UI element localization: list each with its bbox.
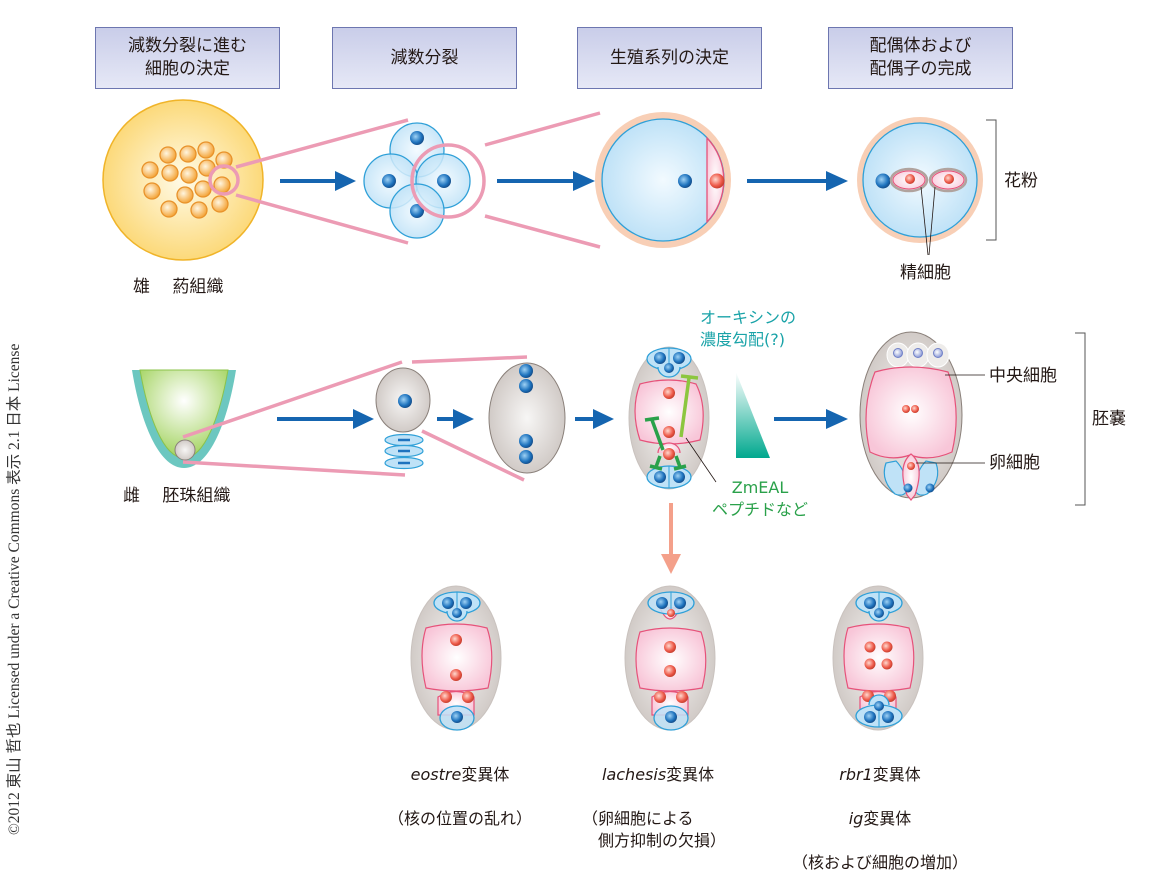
stage-header-meiosis: 減数分裂 [332,27,517,89]
pollen-bracket [986,119,997,241]
tetrad-nuclei [382,131,451,218]
arrow-right-icon [280,171,356,191]
peptide-label: ZmEAL ペプチドなど [712,478,809,519]
gene-name: ig [848,809,864,828]
mutant-embryo-sac-lachesis [624,585,716,731]
mature-embryo-sac [859,331,985,501]
arrow-right-icon [747,171,848,191]
anther-tissue-label: 雄 葯組織 [133,277,224,297]
arrow-right-icon [497,171,595,191]
license-notice: ©2012 東山 哲也 Licensed under a Creative Co… [6,343,23,835]
mutant-embryo-sac-eostre [410,585,502,731]
gene-name: lachesis [602,765,667,784]
zoom-circle [208,164,240,196]
mutant-description: （卵細胞による 側方抑制の欠損） [582,809,727,850]
mutant-embryo-sac-rbr1-ig [832,585,924,731]
arrow-right-icon [575,409,614,429]
anther-tissue [102,99,264,261]
mutant-suffix: 変異体 [872,765,921,784]
gene-name: rbr1 [839,765,873,784]
central-cell-label: 中央細胞 [989,366,1057,386]
stage-header-germline-fate: 生殖系列の決定 [577,27,762,89]
ovule-tissue-label: 雌 胚珠組織 [123,486,231,506]
zoom-lines-female-1 [182,355,528,482]
functional-megaspore [375,367,431,470]
egg-cell-label: 卵細胞 [989,453,1040,473]
arrow-right-icon [774,409,848,429]
pollen-label: 花粉 [1004,171,1038,191]
ovule-tissue [132,369,236,468]
mutant-suffix: 変異体 [666,765,715,784]
zoom-lines-male-1 [235,111,601,249]
mutant-suffix: 変異体 [461,765,510,784]
embryo-sac-bracket [1075,332,1086,506]
mutant-caption-eostre: eostre変異体 （核の位置の乱れ） [380,742,540,852]
mutant-caption-lachesis: lachesis変異体 （卵細胞による 側方抑制の欠損） [582,742,752,874]
sperm-cell-label: 精細胞 [900,263,951,283]
four-nucleate-embryo-sac [488,362,566,474]
mutant-description: （核および細胞の増加） [791,853,968,872]
peptide-inhibition-arrows [644,374,699,471]
arrow-down-icon [661,503,681,574]
stage-header-meiotic-fate: 減数分裂に進む 細胞の決定 [95,27,280,89]
gene-name: eostre [410,765,462,784]
diagram-graphics [102,99,1086,731]
zoom-circle [410,143,486,219]
auxin-gradient-label: オーキシンの 濃度勾配(?) [700,308,797,349]
arrow-right-icon [277,409,374,429]
cellularizing-embryo-sac [628,346,717,490]
auxin-gradient-triangle [736,372,770,458]
bicellular-pollen [595,112,731,248]
mutant-caption-rbr1-ig: rbr1変異体 ig変異体 （核および細胞の増加） [775,742,985,896]
arrow-right-icon [437,409,474,429]
mutant-description: （核の位置の乱れ） [387,809,532,828]
stage-header-gametophyte-completion: 配偶体および 配偶子の完成 [828,27,1013,89]
embryo-sac-label: 胚嚢 [1092,409,1126,429]
mature-pollen [857,117,983,256]
mutant-suffix: 変異体 [863,809,912,828]
